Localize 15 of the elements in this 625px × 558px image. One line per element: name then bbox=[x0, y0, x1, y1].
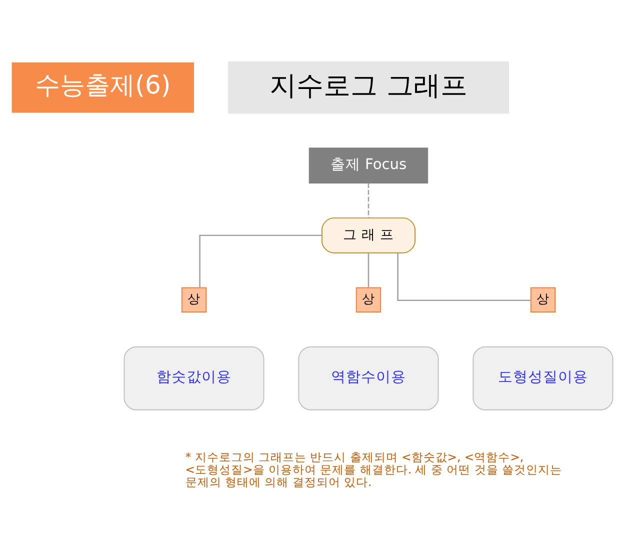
node-box: 도형성질이용 bbox=[472, 346, 614, 410]
connector bbox=[397, 253, 531, 301]
node-box: 지수로그 그래프 bbox=[228, 61, 510, 114]
node-box: 출제 Focus bbox=[308, 148, 428, 184]
node-box: 수능출제(6) bbox=[12, 62, 194, 113]
connector bbox=[368, 183, 370, 218]
connector bbox=[199, 234, 322, 288]
node-box: 함숫값이용 bbox=[124, 346, 264, 410]
node-box: 역함수이용 bbox=[298, 346, 439, 410]
node-box: 상 bbox=[181, 287, 207, 312]
connector bbox=[368, 253, 370, 288]
node-box: 상 bbox=[356, 287, 382, 312]
label: * 지수로그의 그래프는 반드시 출제되며 <함숫값>, <역함수>, <도형성질>을 이용하여 문제를 해결한다. 세 중 어떤 것을 쓸것인지는 문제의 형태에 의해 결정되어 있다. bbox=[185, 450, 562, 490]
node-box: 상 bbox=[530, 287, 556, 312]
node-box: 그 래 프 bbox=[321, 217, 416, 254]
